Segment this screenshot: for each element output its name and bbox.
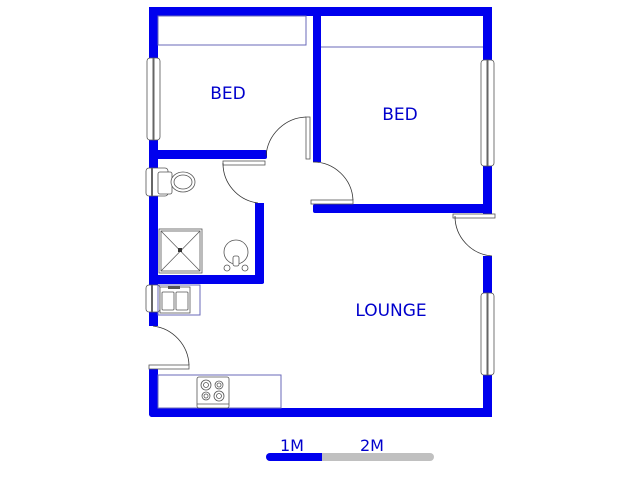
window-bed2 [480,59,495,167]
door-bed1 [265,116,311,160]
scale-label-2m: 2M [360,436,384,455]
door-bed2 [310,161,354,205]
bed1-cupboard [157,15,307,46]
window-lounge [480,292,495,376]
scale-bar: 1M 2M [266,436,434,461]
window-bed1 [146,57,161,141]
stove-icon [196,376,230,409]
room-label-bed2: BED [382,105,418,125]
room-label-lounge: LOUNGE [355,301,426,321]
basin-icon [223,239,249,272]
kitchen-sink-icon [157,284,201,316]
toilet-icon [157,171,196,195]
room-label-bed1: BED [210,84,246,104]
interior-walls [149,14,492,284]
door-kitchen [148,325,190,370]
shower-icon [158,228,203,274]
scale-label-1m: 1M [280,436,304,455]
door-bath [222,160,266,204]
door-front [452,213,496,257]
